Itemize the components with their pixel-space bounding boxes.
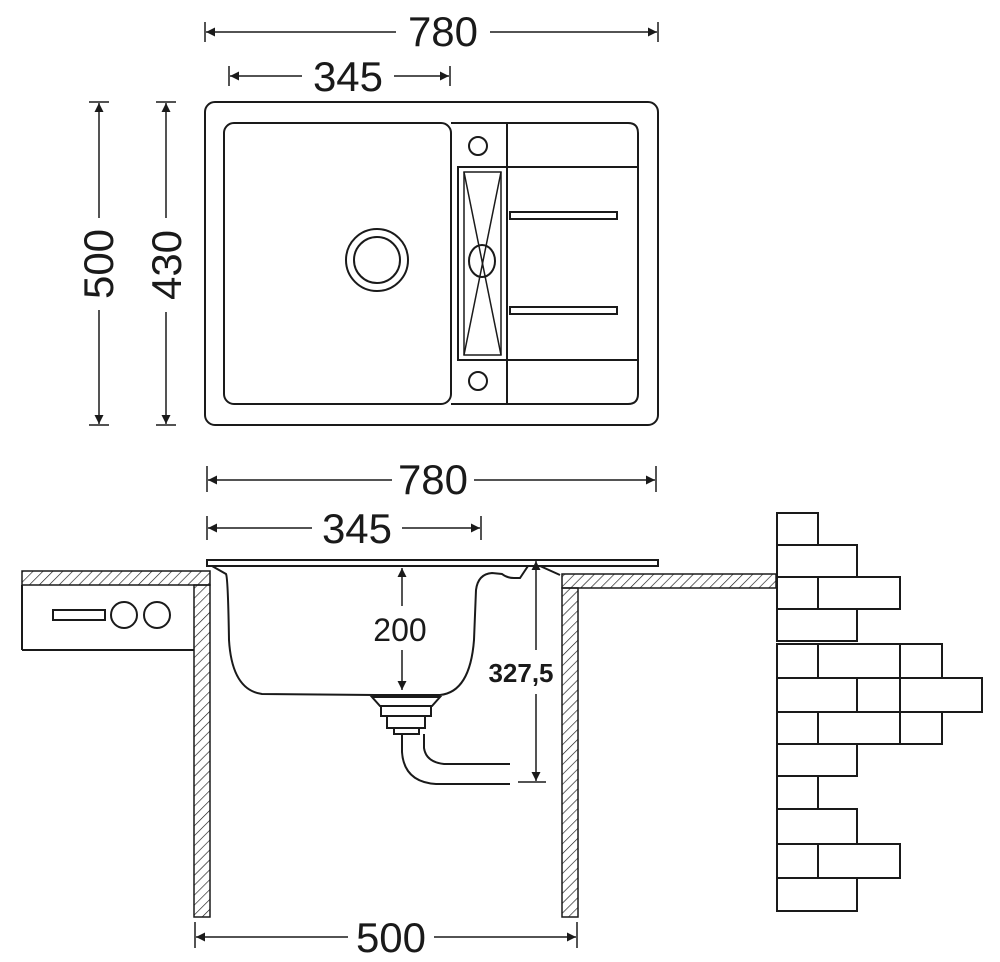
cabinet-width-dimension: 500	[194, 914, 578, 961]
drain-inner-circle	[353, 236, 401, 284]
side-bowl-width-dimension: 345	[206, 505, 482, 552]
sink-outline	[204, 101, 659, 426]
top-bowl-depth-label: 430	[143, 230, 190, 300]
control-slot	[52, 609, 106, 621]
control-knob-left	[110, 601, 138, 629]
countertop-right	[561, 573, 777, 589]
cabinet-wall-left	[193, 584, 211, 918]
side-view: 780 345	[21, 456, 983, 961]
countertop-left	[21, 570, 211, 586]
bowl-outline	[223, 122, 452, 405]
bowl-profile	[211, 565, 529, 696]
overflow-panel	[457, 166, 508, 361]
control-knob-right	[143, 601, 171, 629]
drain-height-dimension: 327,5	[488, 559, 554, 783]
drain-height-label: 327,5	[488, 658, 553, 688]
top-width-dimension: 780	[204, 8, 659, 55]
top-bowl-depth-dimension: 430	[143, 101, 190, 426]
brick-wall	[776, 512, 983, 912]
sink-rim	[206, 559, 659, 567]
cabinet-wall-right	[561, 587, 579, 918]
drain-pipe	[401, 734, 510, 785]
side-bowl-width-label: 345	[322, 505, 392, 552]
drainboard-groove-bottom	[509, 306, 618, 315]
tap-hole-bottom	[468, 371, 488, 391]
bowl-depth-dimension: 200	[373, 568, 427, 690]
bowl-depth-label: 200	[373, 612, 426, 648]
drainboard-outline	[451, 122, 639, 405]
top-width-label: 780	[408, 8, 478, 55]
tap-hole-top	[468, 136, 488, 156]
top-bowl-width-label: 345	[313, 53, 383, 100]
overflow-hole	[468, 244, 496, 278]
top-depth-dimension: 500	[75, 101, 122, 426]
top-depth-label: 500	[75, 229, 122, 299]
cabinet-width-label: 500	[356, 914, 426, 961]
top-bowl-width-dimension: 345	[228, 53, 451, 100]
drain-outer-circle	[345, 228, 409, 292]
side-width-label: 780	[398, 456, 468, 503]
side-width-dimension: 780	[206, 456, 657, 503]
drainboard-groove-top	[509, 211, 618, 220]
top-view: 780 345 500 430	[75, 8, 659, 426]
drain-flange	[369, 696, 443, 707]
